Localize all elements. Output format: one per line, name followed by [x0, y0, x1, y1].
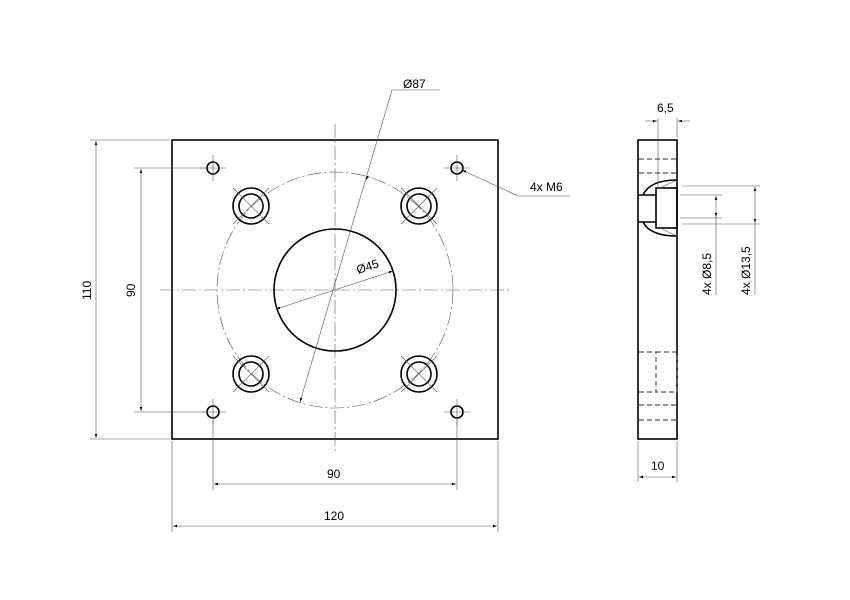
side-view: 6,5 4x Ø8,5 4x Ø13,5 10: [637, 101, 760, 482]
counterbore-hole: [400, 355, 438, 393]
counterbore-inner: [406, 361, 432, 387]
center-bore: [273, 228, 397, 352]
dim-tapped-holes: 4x M6: [530, 180, 563, 194]
dim-plate-width: 120: [324, 509, 344, 523]
counterbore-section: [655, 187, 678, 229]
hole-cross-mark: [400, 187, 438, 225]
dim-counterbore-depth: 6,5: [657, 101, 674, 115]
counterbore-outer: [232, 355, 270, 393]
dim-plate-height: 110: [80, 281, 94, 300]
front-view: Ø87 Ø45 4x M6 110 90 90 120: [80, 77, 570, 532]
hole-cross-mark: [232, 355, 270, 393]
side-outline: [637, 139, 678, 440]
hole-cross-mark: [400, 355, 438, 393]
dim-counterbore-dia: 4x Ø13,5: [739, 246, 753, 295]
bolt-circle: [216, 171, 454, 409]
dim-bolt-circle: Ø87: [403, 77, 426, 91]
counterbore-hole: [400, 187, 438, 225]
hole-cross-mark: [232, 187, 270, 225]
hidden-counterbore: [655, 351, 678, 393]
section-hatch: [659, 227, 678, 237]
dim-thickness: 10: [651, 459, 665, 473]
counterbore-hole: [232, 355, 270, 393]
counterbore-hole: [232, 187, 270, 225]
bolt-circle-arrow: [365, 175, 370, 181]
counterbore-outer: [400, 355, 438, 393]
m6-hole: [200, 155, 226, 181]
tapped-holes: [200, 155, 470, 425]
counterbore-inner: [238, 193, 264, 219]
counterbore-holes: [232, 187, 438, 393]
dim-through-hole: 4x Ø8,5: [700, 253, 714, 295]
counterbore-section-arc: [642, 179, 678, 237]
tapped-holes-leader: [461, 169, 570, 197]
dim-hole-spacing-x: 90: [327, 467, 341, 481]
m6-hole: [444, 155, 470, 181]
counterbore-inner: [406, 193, 432, 219]
counterbore-outer: [400, 187, 438, 225]
dim-hole-spacing-y: 90: [124, 283, 138, 297]
center-bore-dim-line: [275, 270, 394, 310]
dim-center-bore: Ø45: [355, 256, 381, 276]
counterbore-outer: [232, 187, 270, 225]
counterbore-inner: [238, 361, 264, 387]
section-hatch: [659, 179, 678, 189]
